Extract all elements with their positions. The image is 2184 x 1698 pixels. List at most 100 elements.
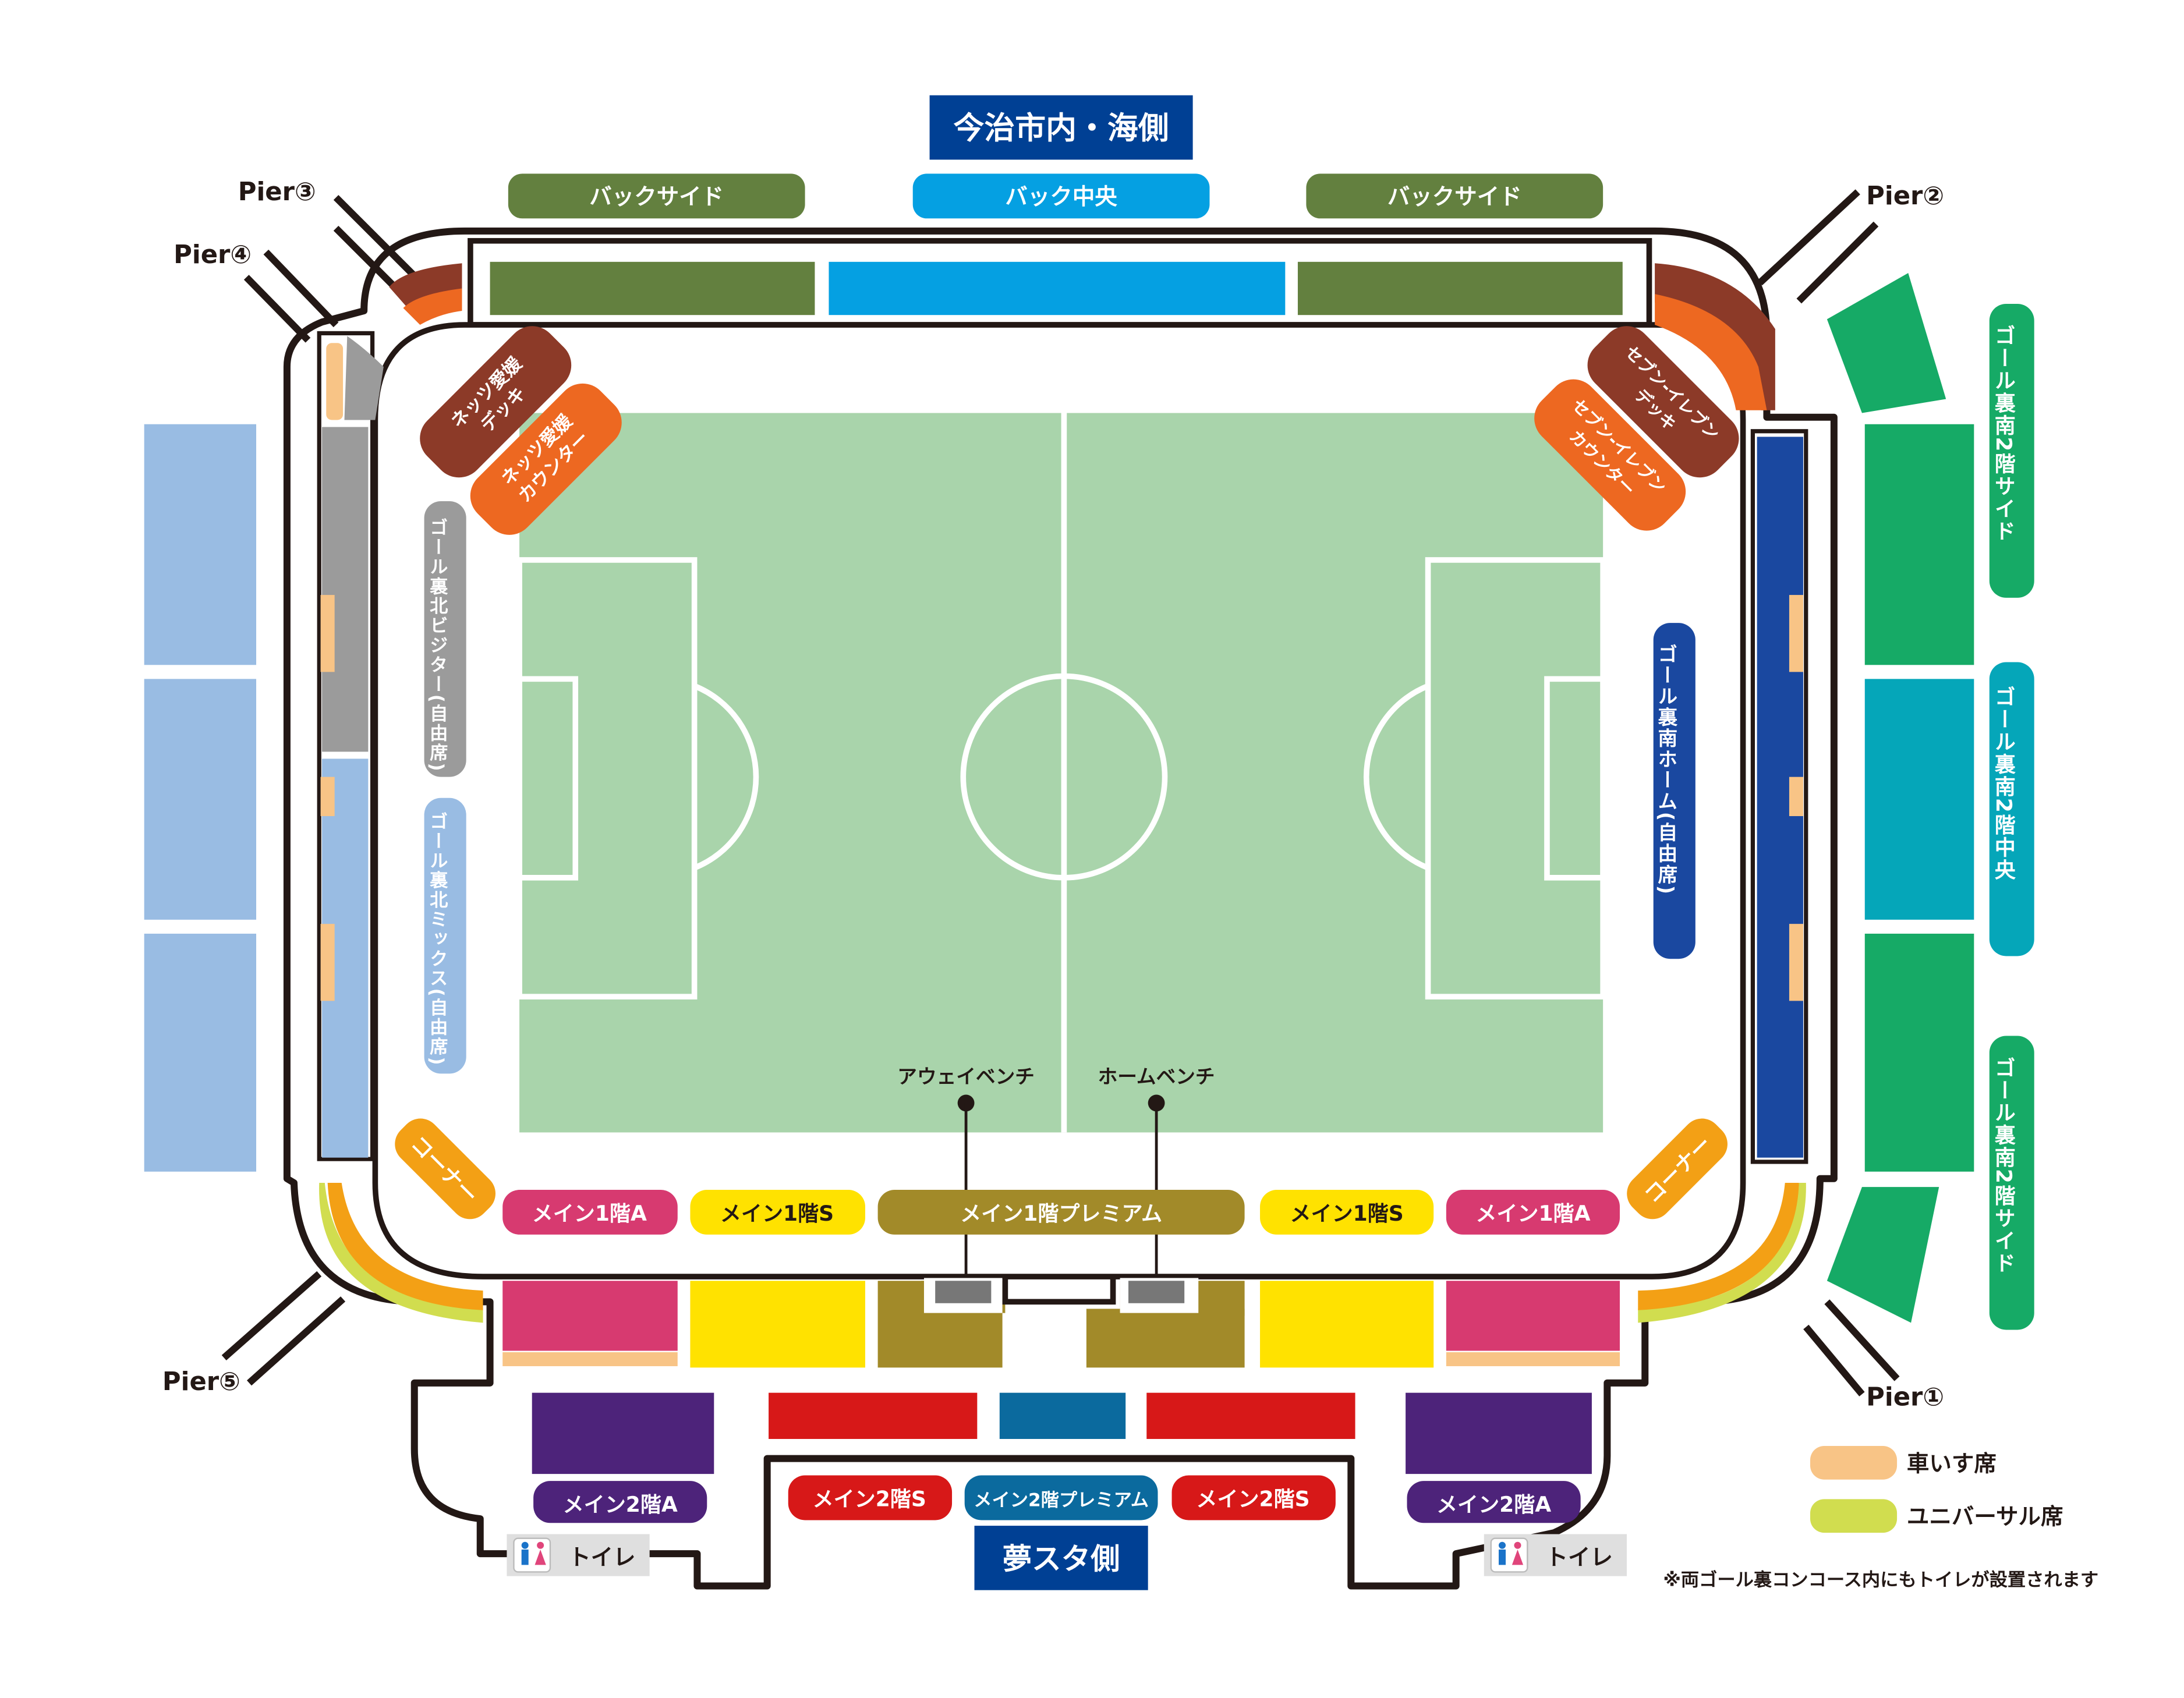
pier-5: Pier⑤: [162, 1271, 346, 1396]
main-2f-a-right-label[interactable]: メイン2階A: [1407, 1481, 1581, 1523]
main-2f-a-left-block[interactable]: [532, 1392, 714, 1474]
legend-wheelchair: 車いす席: [1810, 1446, 1997, 1480]
main-1f-premium-away-block[interactable]: [877, 1278, 1006, 1368]
svg-text:ユニバーサル席: ユニバーサル席: [1907, 1504, 2063, 1530]
svg-text:ゴール裏北ビジター(自由席): ゴール裏北ビジター(自由席): [426, 517, 448, 772]
north-visitor-seat-block[interactable]: [322, 427, 369, 752]
main-1f-premium-label[interactable]: メイン1階プレミアム: [877, 1189, 1245, 1235]
main-2f-a-right-block[interactable]: [1406, 1392, 1592, 1474]
back-side-left-label[interactable]: バックサイド: [508, 173, 805, 219]
svg-text:メイン1階A: メイン1階A: [1475, 1201, 1590, 1226]
south-wheelchair-3[interactable]: [1789, 924, 1803, 1001]
south-home-label[interactable]: ゴール裏南ホーム(自由席): [1653, 623, 1695, 959]
svg-text:バックサイド: バックサイド: [589, 184, 724, 210]
north-wheelchair-1[interactable]: [320, 595, 335, 672]
pier-4: Pier④: [174, 240, 339, 343]
south-back-corner-deck[interactable]: [1655, 263, 1775, 410]
main-2f-premium-label[interactable]: メイン2階プレミアム: [964, 1475, 1158, 1520]
main-2f-s-left-label[interactable]: メイン2階S: [788, 1475, 953, 1520]
back-side-right-block[interactable]: [1297, 261, 1623, 316]
svg-text:メイン1階S: メイン1階S: [720, 1201, 834, 1226]
main-1f-s-left-label[interactable]: メイン1階S: [690, 1189, 865, 1235]
svg-text:車いす席: 車いす席: [1907, 1451, 1997, 1477]
north-upper-gray-arc: [344, 336, 384, 420]
main-1f-a-right-label[interactable]: メイン1階A: [1446, 1189, 1620, 1235]
main-1f-a-right-block[interactable]: [1446, 1281, 1620, 1351]
main-center-notch: [1002, 1277, 1116, 1305]
legend-universal: ユニバーサル席: [1810, 1499, 2063, 1533]
toilet-left[interactable]: トイレ: [507, 1534, 650, 1576]
svg-text:Pier④: Pier④: [174, 240, 252, 270]
svg-text:Pier⑤: Pier⑤: [162, 1367, 240, 1396]
svg-text:トイレ: トイレ: [568, 1544, 635, 1571]
north-mix-label[interactable]: ゴール裏北ミックス(自由席): [424, 797, 466, 1074]
svg-text:ゴール裏北ミックス(自由席): ゴール裏北ミックス(自由席): [426, 811, 448, 1066]
main-2f-premium-block[interactable]: [999, 1392, 1126, 1439]
pitch: [516, 413, 1606, 1133]
main-2f-s-right-block[interactable]: [1146, 1392, 1355, 1439]
main-1f-a-left-wheelchair[interactable]: [502, 1352, 678, 1366]
north-back-corner-deck[interactable]: [389, 263, 462, 325]
main-2f-s-right-label[interactable]: メイン2階S: [1171, 1475, 1336, 1520]
north-visitor-label[interactable]: ゴール裏北ビジター(自由席): [424, 501, 466, 777]
back-center-block[interactable]: [829, 261, 1286, 316]
main-2f-a-left-label[interactable]: メイン2階A: [533, 1481, 707, 1523]
main-1f-a-right-wheelchair[interactable]: [1446, 1352, 1620, 1366]
north-wheelchair-3[interactable]: [320, 924, 335, 1001]
south-wheelchair-2[interactable]: [1789, 777, 1803, 816]
back-side-left-block[interactable]: [490, 261, 815, 316]
svg-text:ゴール裏南2階サイド: ゴール裏南2階サイド: [1991, 1056, 2016, 1274]
south-upper-side-top-label[interactable]: ゴール裏南2階サイド: [1989, 303, 2034, 598]
legend: 車いす席 ユニバーサル席: [1810, 1446, 2063, 1533]
yume-sta-side-label: 夢スタ側: [974, 1526, 1148, 1590]
north-outer-blocks: [144, 424, 257, 1172]
pier-3: Pier③: [238, 178, 423, 301]
toilet-note: ※両ゴール裏コンコース内にもトイレが設置されます: [1663, 1569, 2099, 1590]
svg-text:Pier②: Pier②: [1866, 182, 1944, 211]
main-1f-s-right-label[interactable]: メイン1階S: [1260, 1189, 1434, 1235]
toilet-icon: [1499, 1541, 1524, 1565]
main-1f-premium-home-block[interactable]: [1086, 1278, 1245, 1368]
main-2f-s-left-block[interactable]: [769, 1392, 978, 1439]
svg-text:メイン1階S: メイン1階S: [1290, 1201, 1403, 1226]
svg-text:Pier③: Pier③: [238, 178, 316, 207]
north-wheelchair-top[interactable]: [326, 343, 344, 420]
svg-text:ホームベンチ: ホームベンチ: [1098, 1065, 1215, 1088]
svg-text:ゴール裏南ホーム(自由席): ゴール裏南ホーム(自由席): [1655, 643, 1677, 896]
back-center-label[interactable]: バック中央: [912, 173, 1210, 219]
svg-text:メイン2階A: メイン2階A: [1436, 1493, 1551, 1517]
south-upper-center-label[interactable]: ゴール裏南2階中央: [1989, 662, 2034, 956]
south-corner-arc[interactable]: [1638, 1182, 1806, 1323]
toilet-right[interactable]: トイレ: [1484, 1534, 1627, 1576]
svg-text:メイン1階A: メイン1階A: [532, 1201, 647, 1226]
svg-text:ゴール裏南2階サイド: ゴール裏南2階サイド: [1991, 324, 2016, 543]
pier-1: Pier①: [1803, 1299, 1944, 1412]
main-1f-a-left-label[interactable]: メイン1階A: [502, 1189, 678, 1235]
svg-text:メイン2階S: メイン2階S: [813, 1487, 926, 1511]
svg-text:アウェイベンチ: アウェイベンチ: [897, 1065, 1035, 1088]
south-upper-blocks[interactable]: [1827, 273, 1974, 1323]
svg-text:トイレ: トイレ: [1546, 1544, 1613, 1571]
back-side-right-label[interactable]: バックサイド: [1306, 173, 1604, 219]
svg-text:夢スタ側: 夢スタ側: [1003, 1542, 1120, 1576]
stadium-outline: [283, 227, 1838, 1590]
sea-side-label: 今治市内・海側: [929, 95, 1193, 160]
pier-2: Pier②: [1757, 182, 1944, 304]
north-corner-arc[interactable]: [319, 1182, 483, 1323]
svg-text:今治市内・海側: 今治市内・海側: [954, 111, 1169, 146]
svg-text:メイン2階S: メイン2階S: [1196, 1487, 1309, 1511]
north-wheelchair-2[interactable]: [320, 777, 335, 816]
svg-text:バックサイド: バックサイド: [1387, 184, 1522, 210]
svg-text:ゴール裏南2階中央: ゴール裏南2階中央: [1991, 685, 2016, 881]
svg-text:メイン2階A: メイン2階A: [563, 1493, 678, 1517]
svg-text:バック中央: バック中央: [1005, 184, 1117, 210]
south-upper-side-bottom-label[interactable]: ゴール裏南2階サイド: [1989, 1036, 2034, 1330]
main-1f-a-left-block[interactable]: [502, 1281, 678, 1351]
svg-text:メイン1階プレミアム: メイン1階プレミアム: [960, 1201, 1162, 1226]
main-1f-s-right-block[interactable]: [1260, 1281, 1434, 1368]
main-1f-s-left-block[interactable]: [690, 1281, 865, 1368]
svg-text:メイン2階プレミアム: メイン2階プレミアム: [974, 1490, 1149, 1511]
svg-text:Pier①: Pier①: [1866, 1382, 1944, 1412]
south-wheelchair-1[interactable]: [1789, 595, 1803, 672]
